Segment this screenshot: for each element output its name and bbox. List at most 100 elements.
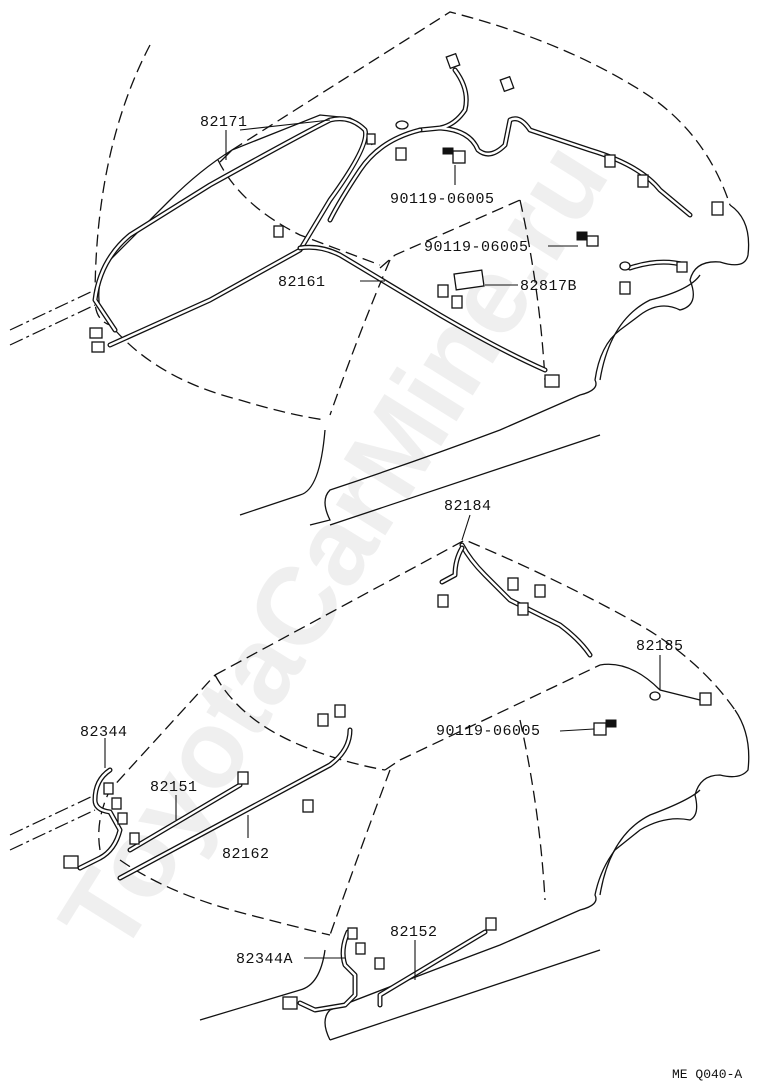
lower-rocker — [329, 949, 601, 1041]
connector-icon — [445, 52, 461, 70]
label-82161: 82161 — [278, 274, 326, 291]
label-82184: 82184 — [444, 498, 492, 515]
harness-82344a — [297, 929, 358, 1013]
watermark: ToyotaCarMine.ru — [36, 121, 632, 972]
connector-icon — [637, 174, 649, 188]
connector-icon — [437, 594, 449, 608]
harness-82152-inner — [378, 930, 487, 1007]
connector-icon — [63, 855, 79, 869]
connector-icon — [282, 996, 298, 1010]
bolt-icon — [593, 719, 617, 736]
lower-roof-outline — [214, 539, 736, 711]
harness-82184-inner — [460, 543, 592, 657]
connector-icon — [374, 957, 385, 970]
harness-82184 — [459, 542, 593, 658]
connector-icon — [437, 284, 449, 298]
connector-icon — [604, 154, 616, 168]
connector-icon — [676, 261, 688, 273]
connector-icon — [619, 281, 631, 295]
connector-icon — [89, 327, 103, 339]
connector-icon — [273, 225, 284, 238]
harness-82344a-inner — [298, 930, 357, 1012]
connector-icon — [711, 201, 724, 216]
label-82185: 82185 — [636, 638, 684, 655]
upper-rear-wheel-arch — [599, 274, 701, 381]
connector-icon — [534, 584, 546, 598]
upper-door-line — [379, 199, 521, 269]
lower-pillar-b — [519, 719, 546, 901]
lower-centerline-left — [9, 794, 96, 836]
label-82344: 82344 — [80, 724, 128, 741]
connector-icon — [544, 374, 560, 388]
diagram-code: ME Q040-A — [672, 1067, 742, 1082]
harness-82162-inner — [118, 728, 352, 880]
bolt-icon — [442, 147, 466, 164]
label-82344a: 82344A — [236, 951, 293, 968]
upper-hood-curve — [114, 329, 326, 421]
connector-icon — [499, 75, 515, 93]
grommet-icon — [395, 120, 409, 130]
upper-body-contour — [98, 114, 373, 311]
leader-82171-b — [239, 119, 331, 131]
connector-icon — [111, 797, 122, 810]
connector-icon — [91, 341, 105, 353]
upper-centerline-left — [9, 289, 96, 331]
lower-pillar-a — [329, 769, 391, 936]
connector-icon — [355, 942, 366, 955]
connector-icon — [129, 832, 140, 845]
connector-icon — [347, 927, 358, 940]
leader-bolt-c — [559, 728, 595, 732]
harness-82151-inner — [128, 783, 242, 852]
connector-icon — [366, 133, 376, 145]
connector-icon — [117, 812, 128, 825]
lower-hood-curve — [119, 859, 331, 936]
label-82171: 82171 — [200, 114, 248, 131]
connector-icon — [317, 713, 329, 727]
connector-icon — [302, 799, 314, 813]
connector-icon — [334, 704, 346, 718]
connector-icon — [507, 577, 519, 591]
upper-roof-outline — [231, 11, 731, 206]
lower-rear-wheel-arch — [599, 789, 701, 896]
lower-centerline-left2 — [9, 809, 96, 851]
connector-icon — [103, 782, 114, 795]
leader-82184 — [461, 514, 471, 541]
label-82817b: 82817B — [520, 278, 577, 295]
label-82152: 82152 — [390, 924, 438, 941]
upper-rocker — [329, 434, 601, 526]
connector-icon — [395, 147, 407, 161]
upper-rear-fender — [309, 204, 750, 526]
harness-82161-inner — [298, 246, 547, 372]
grommet-icon — [619, 261, 631, 271]
harness-roof-rear-inner — [418, 68, 692, 217]
upper-pillar-a — [329, 259, 391, 416]
upper-centerline-left2 — [9, 304, 96, 346]
label-82162: 82162 — [222, 846, 270, 863]
label-bolt-90119-a: 90119-06005 — [390, 191, 495, 208]
bolt-icon — [576, 231, 599, 247]
harness-82171-inner — [93, 117, 367, 347]
lower-view: 82184 82185 90119-06005 82344 82151 8216… — [9, 498, 750, 1041]
harness-82344-inner — [78, 768, 122, 870]
upper-rear-edge — [94, 44, 151, 326]
lower-door-line — [384, 664, 601, 771]
upper-lower-sill — [239, 429, 326, 516]
harness-82184-branch-inner — [440, 546, 464, 584]
watermark-text: ToyotaCarMine.ru — [36, 121, 632, 972]
upper-windshield-line — [217, 159, 381, 266]
label-82151: 82151 — [150, 779, 198, 796]
connector-icon — [451, 295, 463, 309]
connector-icon — [485, 917, 497, 931]
lower-sill — [199, 949, 326, 1021]
connector-icon — [699, 692, 712, 706]
label-bolt-90119-b: 90119-06005 — [424, 239, 529, 256]
upper-pillar-b — [519, 199, 546, 381]
connector-icon — [237, 771, 249, 785]
connector-icon — [517, 602, 529, 616]
label-bolt-90119-c: 90119-06005 — [436, 723, 541, 740]
lower-windshield-line — [214, 674, 386, 771]
harness-roof-front-inner — [328, 128, 422, 222]
upper-view: 82171 90119-06005 90119-06005 82161 8281… — [9, 11, 750, 526]
grommet-icon — [649, 691, 661, 701]
